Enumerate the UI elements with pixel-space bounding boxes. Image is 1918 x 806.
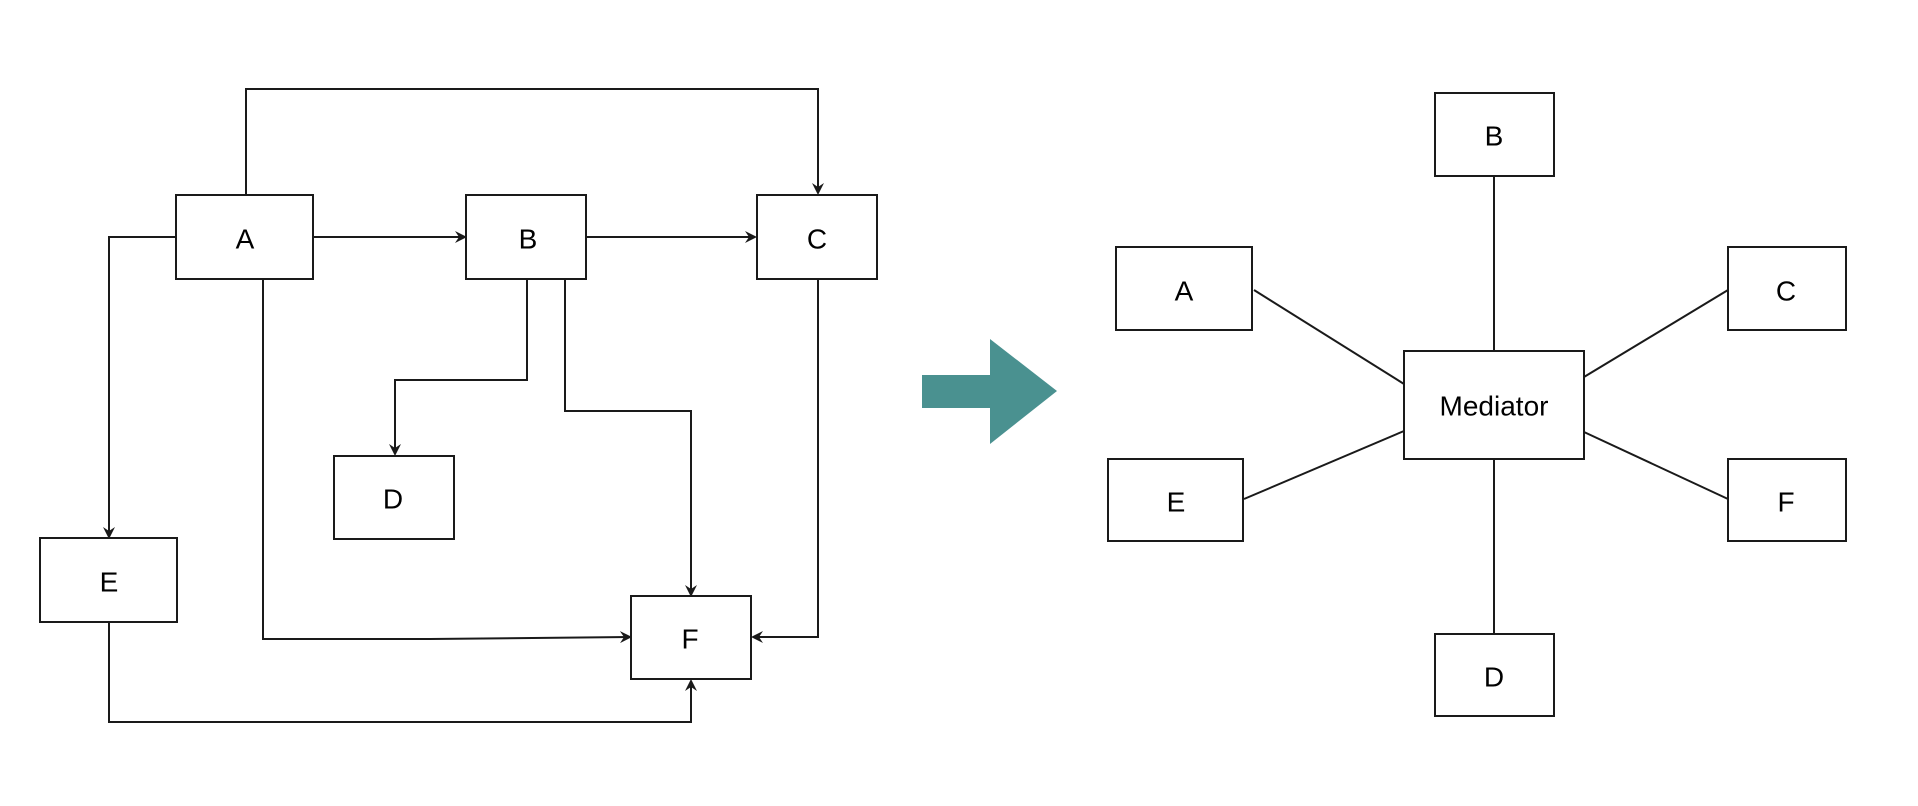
before-node-b: B bbox=[465, 194, 587, 280]
after-node-c: C bbox=[1727, 246, 1847, 331]
after-node-d: D bbox=[1434, 633, 1555, 717]
after-node-b-label: B bbox=[1485, 121, 1504, 152]
after-node-a: A bbox=[1115, 246, 1253, 331]
before-node-f-label: F bbox=[681, 624, 698, 655]
edge-c-to-f bbox=[751, 280, 819, 643]
after-node-c-label: C bbox=[1776, 276, 1796, 307]
mediator-hub: Mediator bbox=[1403, 350, 1585, 460]
after-node-e: E bbox=[1107, 458, 1244, 542]
edge-mediator-f bbox=[1583, 431, 1729, 500]
after-node-d-label: D bbox=[1484, 662, 1504, 693]
before-node-d: D bbox=[333, 455, 455, 540]
before-node-e-label: E bbox=[100, 567, 119, 598]
edge-mediator-a bbox=[1253, 289, 1405, 385]
before-node-d-label: D bbox=[383, 484, 403, 515]
before-node-b-label: B bbox=[519, 224, 538, 255]
edge-a-to-c bbox=[245, 88, 824, 195]
after-node-b: B bbox=[1434, 92, 1555, 177]
after-node-e-label: E bbox=[1167, 487, 1186, 518]
before-node-c-label: C bbox=[807, 224, 827, 255]
after-node-f: F bbox=[1727, 458, 1847, 542]
edge-b-to-f bbox=[564, 280, 697, 597]
edge-b-to-d bbox=[389, 280, 528, 456]
after-graph: Mediator B A C E F D bbox=[1107, 92, 1847, 717]
before-node-e: E bbox=[39, 537, 178, 623]
before-node-c: C bbox=[756, 194, 878, 280]
edge-mediator-c bbox=[1583, 289, 1729, 378]
before-node-f: F bbox=[630, 595, 752, 680]
before-graph: A B C D E F bbox=[39, 88, 878, 723]
right-arrow-icon bbox=[922, 339, 1057, 444]
after-node-a-label: A bbox=[1175, 276, 1194, 307]
before-node-a: A bbox=[175, 194, 314, 280]
edge-a-to-f bbox=[262, 280, 632, 644]
edge-mediator-e bbox=[1243, 430, 1405, 500]
after-node-f-label: F bbox=[1777, 487, 1794, 518]
edge-a-to-e bbox=[103, 236, 176, 539]
mediator-hub-label: Mediator bbox=[1440, 391, 1549, 422]
edge-e-to-f bbox=[108, 622, 697, 723]
before-node-a-label: A bbox=[236, 224, 255, 255]
